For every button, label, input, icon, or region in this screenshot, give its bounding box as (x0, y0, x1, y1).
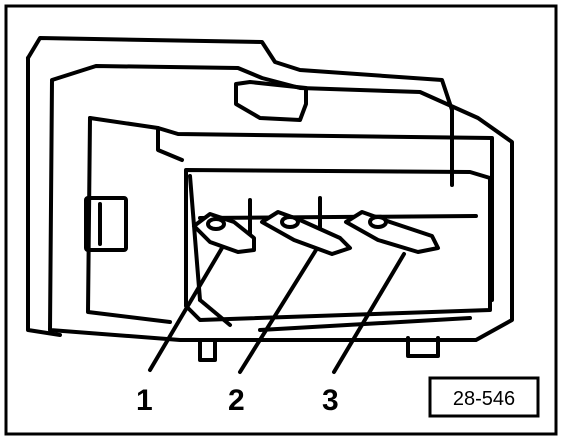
pin-terminals (192, 210, 440, 256)
callout-2: 2 (228, 384, 245, 417)
callout-3: 3 (322, 384, 339, 417)
leader-lines (148, 246, 406, 374)
pin-1 (192, 212, 256, 254)
reference-code: 28-546 (453, 388, 515, 410)
reference-code-box: 28-546 (428, 376, 540, 418)
pin-3 (344, 210, 440, 254)
leader-line-3 (332, 252, 406, 374)
leader-line-2 (238, 248, 318, 374)
pin-2 (260, 210, 352, 256)
callout-1: 1 (136, 384, 153, 417)
connector-body (26, 36, 514, 362)
leader-line-1 (148, 246, 224, 372)
figure-border (4, 4, 558, 436)
